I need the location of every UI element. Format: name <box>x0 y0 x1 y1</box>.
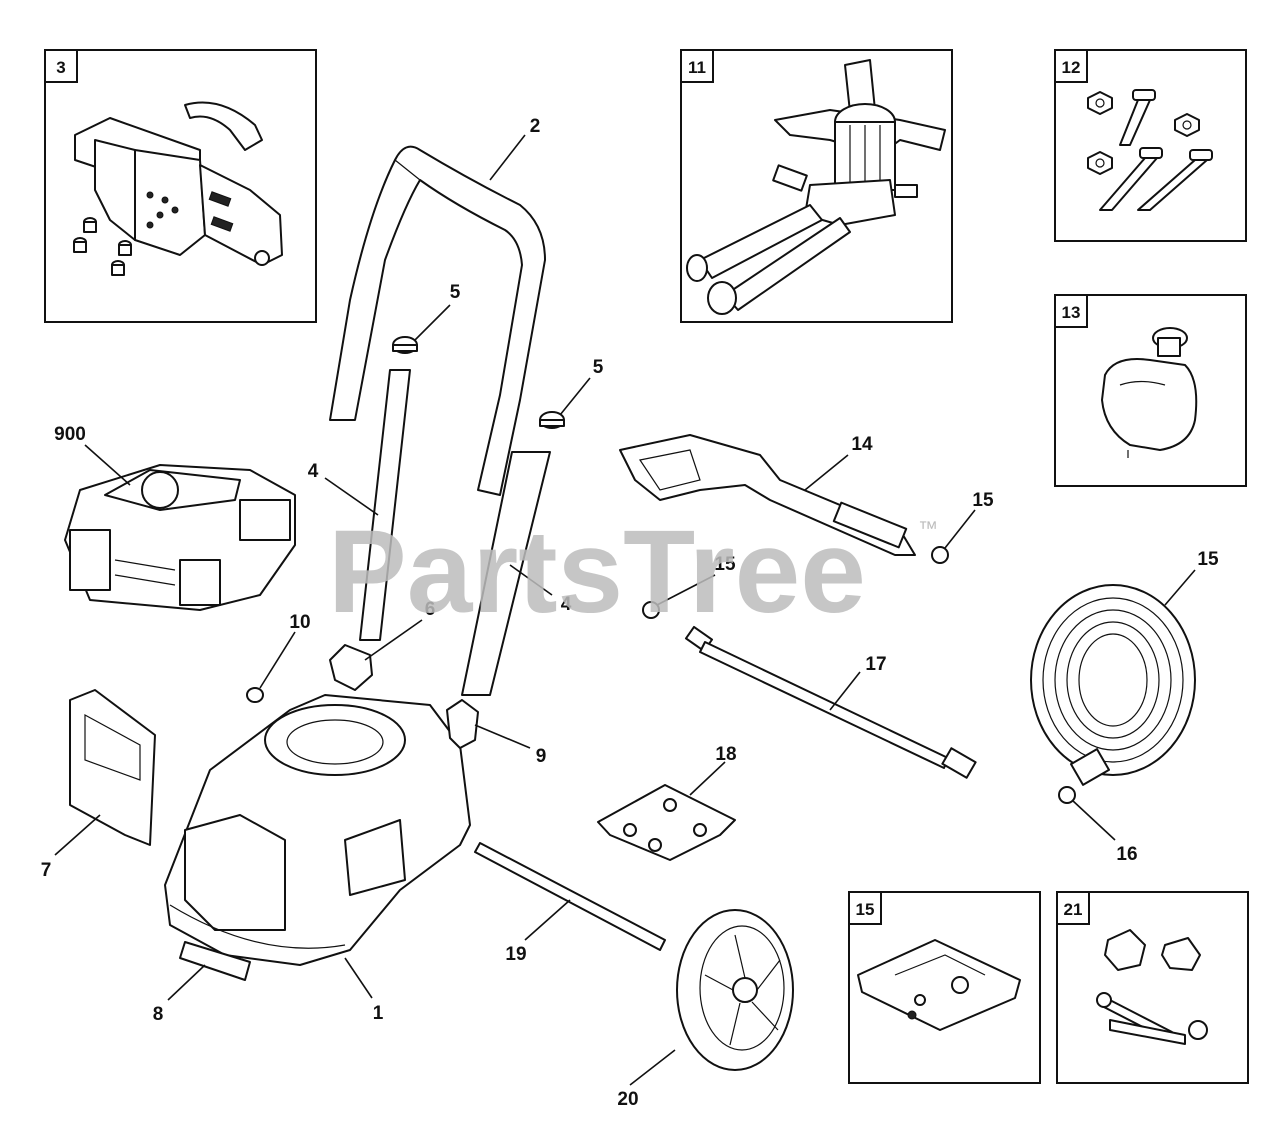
inset-box-21[interactable]: 21 <box>1056 891 1249 1084</box>
callout-20[interactable]: 20 <box>617 1089 638 1110</box>
box-15-label: 15 <box>856 900 875 919</box>
callout-8[interactable]: 8 <box>153 1004 164 1025</box>
box-13-label: 13 <box>1062 303 1081 322</box>
callout-6[interactable]: 6 <box>425 599 436 620</box>
inset-box-13[interactable]: 13 <box>1054 294 1247 487</box>
bracket-part-6[interactable] <box>329 644 373 691</box>
callout-5[interactable]: 5 <box>450 282 461 303</box>
callout-4[interactable]: 4 <box>561 594 572 615</box>
callout-1[interactable]: 1 <box>373 1003 384 1024</box>
callout-2[interactable]: 2 <box>530 116 541 137</box>
nozzles-part-18[interactable] <box>597 784 736 861</box>
frame-part-1[interactable] <box>164 694 471 966</box>
box-3-label: 3 <box>56 58 65 77</box>
box-12-label: 12 <box>1062 58 1081 77</box>
bolts-part-drawing <box>1087 89 1213 211</box>
wand-part-17[interactable] <box>684 625 977 779</box>
callout-labels: 2 5 5 900 4 4 14 15 15 15 16 10 6 9 17 1… <box>41 116 1219 1110</box>
tube-part-4a[interactable] <box>359 369 411 641</box>
callout-7[interactable]: 7 <box>41 860 52 881</box>
hose-part-16[interactable] <box>1030 584 1196 786</box>
watermark-text: PartsTree <box>328 506 866 638</box>
callout-17[interactable]: 17 <box>865 654 886 675</box>
callout-5[interactable]: 5 <box>593 357 604 378</box>
bracket-part-drawing <box>73 101 283 276</box>
box-21-label: 21 <box>1064 900 1083 919</box>
oring-part-15a[interactable] <box>931 546 949 564</box>
callout-14[interactable]: 14 <box>851 434 873 455</box>
foot-part-8[interactable] <box>179 941 251 981</box>
axle-part-19[interactable] <box>474 842 666 951</box>
leader-lines <box>54 134 1196 1086</box>
engine-part-900[interactable] <box>64 464 296 611</box>
callout-18[interactable]: 18 <box>715 744 736 765</box>
cap-part-5a[interactable] <box>392 336 418 354</box>
inset-box-15[interactable]: 15 <box>848 891 1041 1084</box>
callout-4[interactable]: 4 <box>308 461 319 482</box>
callout-9[interactable]: 9 <box>536 746 547 767</box>
plug-part-10[interactable] <box>246 687 264 703</box>
callout-15[interactable]: 16 <box>1116 844 1137 865</box>
inset-box-12[interactable]: 12 <box>1054 49 1247 242</box>
callout-15[interactable]: 15 <box>714 554 736 575</box>
pump-part-drawing <box>686 59 946 315</box>
callout-15[interactable]: 15 <box>972 490 994 511</box>
partstree-watermark: PartsTree ™ <box>328 506 938 638</box>
tube-part-4b[interactable] <box>461 451 551 696</box>
oring-part-15c[interactable] <box>1058 786 1076 804</box>
callout-16[interactable]: 15 <box>1197 549 1219 570</box>
wheel-hardware-drawing <box>1096 929 1208 1045</box>
wheel-part-20[interactable] <box>676 909 794 1071</box>
plate-part-drawing <box>857 939 1021 1031</box>
bracket-part-9[interactable] <box>446 699 479 749</box>
fuel-tank-part-drawing <box>1101 327 1198 458</box>
watermark-trademark: ™ <box>918 518 938 540</box>
oring-part-15b[interactable] <box>642 601 660 619</box>
callout-900[interactable]: 900 <box>54 424 86 445</box>
callout-10[interactable]: 10 <box>289 612 310 633</box>
box-11-label: 11 <box>688 58 706 77</box>
handle-part-2[interactable] <box>329 145 546 496</box>
cap-part-5b[interactable] <box>539 411 565 429</box>
inset-box-11[interactable]: 11 <box>680 49 953 323</box>
panel-part-7[interactable] <box>69 689 156 846</box>
callout-19[interactable]: 19 <box>505 944 526 965</box>
spray-gun-part-14[interactable] <box>619 434 916 556</box>
inset-box-3[interactable]: 3 <box>44 49 317 323</box>
